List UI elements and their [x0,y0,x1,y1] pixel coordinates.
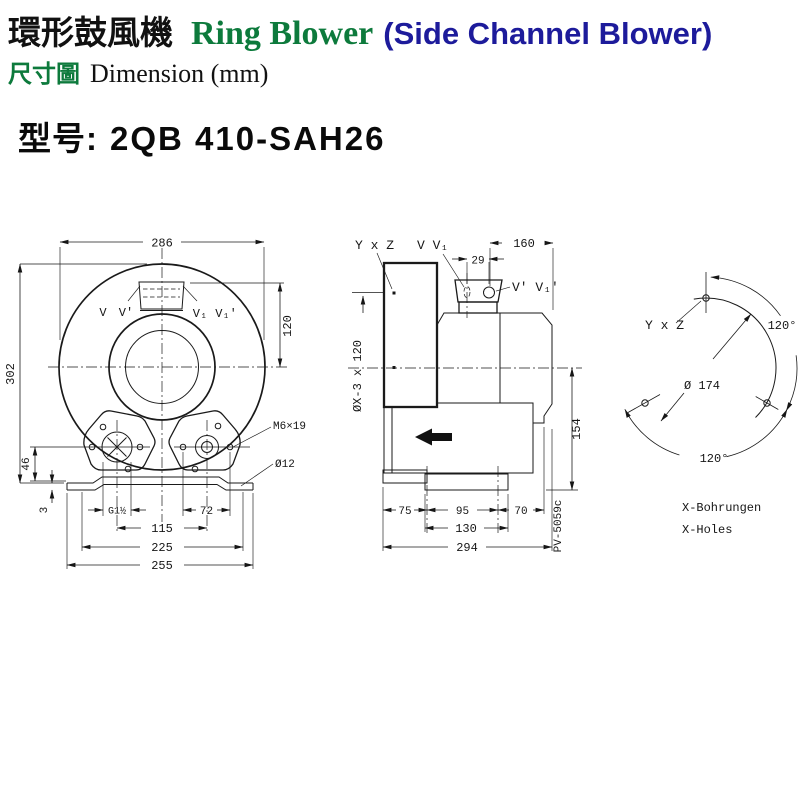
dim-foot-to-base: 46 [21,457,33,470]
bolt-circle-drawing: Ø 174 Y x Z 120° 120° X-Bohrungen X-Hole… [624,272,798,537]
blower-housing-front [48,248,287,522]
dim-foot-outer: 225 [151,541,173,555]
port-label-v-prime: V' [119,306,133,320]
dim-width: 286 [151,237,173,251]
label-v-v1: V V₁ [417,238,448,253]
port-label-v: V [99,306,107,320]
model-label: 型号: [18,120,98,157]
label-yxz-bolt: Y x Z [645,318,684,333]
port-label-v1-prime: V₁' [215,307,237,321]
dim-port-offset: 29 [471,256,484,268]
angle-bottom: 120° [700,452,729,466]
bolt-circle [627,272,779,418]
front-dimensions: 286 302 120 46 3 G1½ 72 [4,237,306,574]
label-base-hole: Ø12 [275,459,295,471]
side-feet [382,466,509,533]
note-holes-english: X-Holes [682,523,732,537]
dim-bolt-circle: Ø 174 [684,379,720,393]
label-holes-side: ØX-3 x 120 [351,340,365,412]
label-bolt-size: M6×19 [273,421,306,433]
mounting-feet [30,410,250,533]
dim-port-to-center: 120 [281,315,295,337]
dim-seg1: 75 [398,506,411,518]
dimension-label: 尺寸圖 Dimension (mm) [8,54,268,89]
front-view-drawing: V V' V₁ V₁' [4,237,306,574]
dim-foot-side: 130 [455,522,477,536]
drawing-number: PV-5059c [553,500,565,553]
dim-seg3: 70 [514,506,527,518]
bolt-circle-dimensions: Ø 174 Y x Z 120° 120° [624,275,798,466]
dim-total: 294 [456,541,478,555]
dimension-label-english: Dimension (mm) [90,59,269,88]
dim-height: 302 [4,363,18,385]
flow-arrow [415,428,452,446]
angle-top: 120° [768,319,797,333]
dimension-label-chinese: 尺寸圖 [8,62,80,88]
model-number: 2QB 410-SAH26 [110,120,386,157]
dim-foot-centers: 115 [151,522,173,536]
title-english: Ring Blower [191,15,374,52]
side-dimensions: Y x Z V V₁ V' V₁' ØX-3 x 120 160 29 [351,237,584,555]
dim-hole-pair: 72 [200,506,213,518]
label-yxz-side: Y x Z [355,238,394,253]
title-chinese: 環形鼓風機 [8,16,173,52]
dim-height-side: 154 [570,418,584,440]
dim-thread: G1½ [108,506,126,518]
dim-right: 160 [513,237,535,251]
top-port-side [454,273,503,318]
dim-base-thickness: 3 [39,507,51,514]
label-vp-v1p: V' V₁' [512,280,559,295]
note-holes-german: X-Bohrungen [682,501,761,515]
title-subtitle: (Side Channel Blower) [383,16,713,51]
model-line: 型号: 2QB 410-SAH26 [18,112,385,160]
foot-bolt-holes [88,422,234,473]
side-view-drawing: Y x Z V V₁ V' V₁' ØX-3 x 120 160 29 [348,237,584,555]
top-port-front [127,281,198,311]
page-title: 環形鼓風機 Ring Blower (Side Channel Blower) [8,6,712,54]
dim-base-width: 255 [151,559,173,573]
port-label-v1: V₁ [193,307,207,321]
dim-seg2: 95 [456,506,469,518]
base-plate-front [66,476,254,491]
